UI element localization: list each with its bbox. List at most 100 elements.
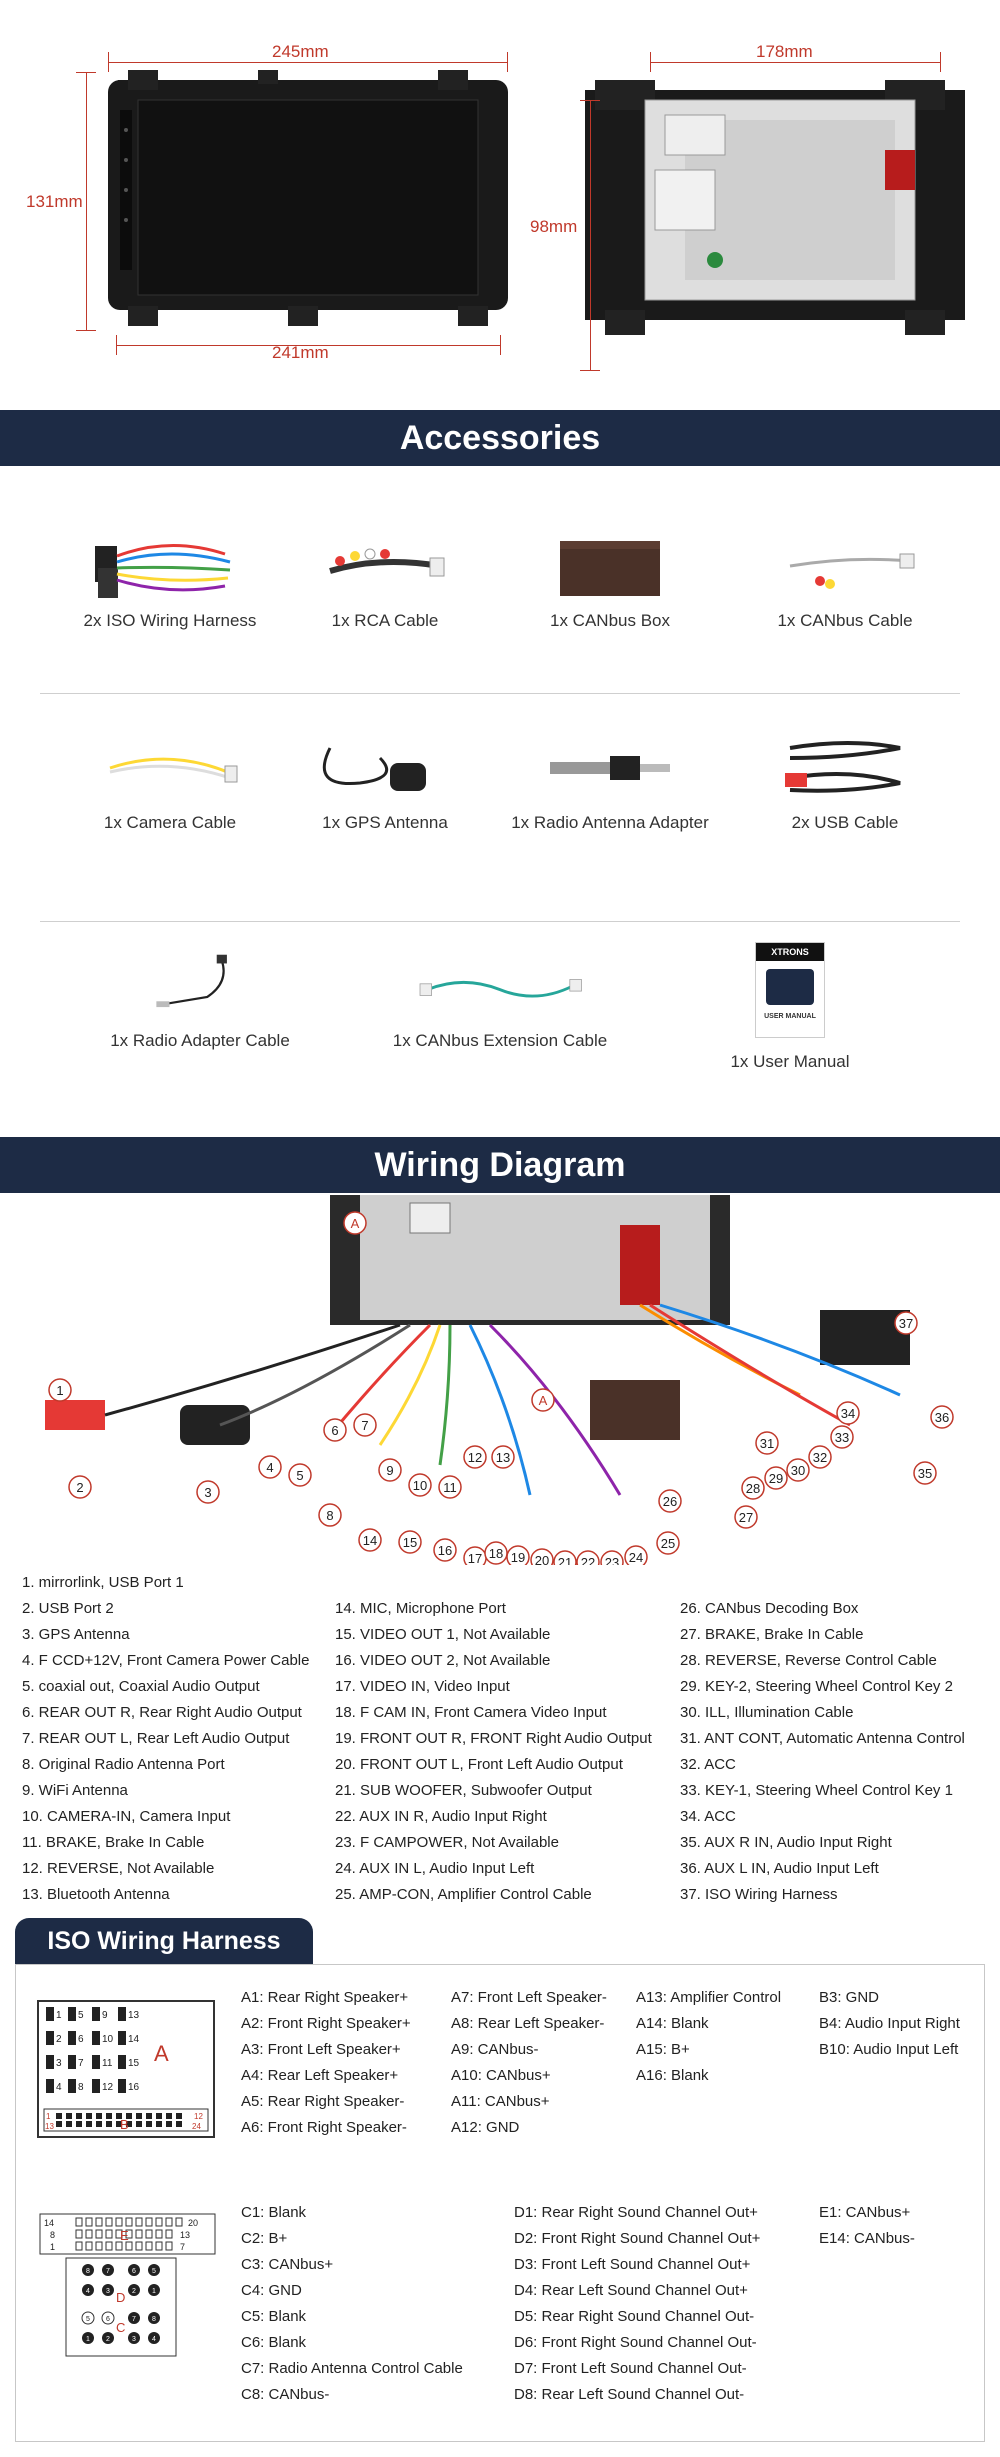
accessory-label: 1x Radio Antenna Adapter (511, 813, 709, 832)
connector-c-label: C (116, 2320, 125, 2335)
pin-description: A4: Rear Left Speaker+ (241, 2067, 399, 2084)
pin-label: 9 (102, 2010, 108, 2021)
pin-label: 2 (132, 2288, 136, 2295)
pin-label: 6 (106, 2316, 110, 2323)
legend-item: 21. SUB WOOFER, Subwoofer Output (335, 1782, 592, 1799)
callout-label: 14 (363, 1533, 377, 1548)
pin-label: 5 (78, 2010, 84, 2021)
callout-label: 16 (438, 1543, 452, 1558)
canbus-extension-icon (419, 979, 582, 998)
head-unit-front-image (108, 70, 508, 326)
pin-label: 13 (128, 2010, 140, 2021)
divider (40, 921, 960, 922)
pin-label: 13 (45, 2122, 54, 2131)
callout-label: 18 (489, 1546, 503, 1561)
callout-label: 23 (605, 1555, 619, 1565)
legend-item: 12. REVERSE, Not Available (22, 1860, 215, 1877)
accessory-label: 1x GPS Antenna (322, 813, 448, 832)
iso-cde-col-1: C1: Blank C2: B+ C3: CANbus+ C4: GND C5:… (241, 2200, 463, 2408)
antenna-adapter-icon (550, 756, 670, 780)
legend-item: 17. VIDEO IN, Video Input (335, 1678, 510, 1695)
callout-label: 20 (535, 1553, 549, 1565)
manual-label: USER MANUAL (764, 1013, 816, 1020)
front-height-label: 131mm (26, 192, 83, 211)
pin-description: E14: CANbus- (819, 2230, 915, 2247)
pin-label: 6 (78, 2034, 84, 2045)
iso-ab-col-3: A13: Amplifier Control A14: Blank A15: B… (636, 1985, 781, 2089)
accessory-item: 2x ISO Wiring Harness (60, 526, 280, 631)
accessory-label: 1x CANbus Extension Cable (392, 1031, 608, 1050)
callout-label: 1 (56, 1383, 63, 1398)
back-depth-label: 98mm (530, 217, 578, 236)
iso-ab-col-2: A7: Front Left Speaker- A8: Rear Left Sp… (451, 1985, 607, 2141)
legend-item: 33. KEY-1, Steering Wheel Control Key 1 (680, 1782, 953, 1799)
pin-description: A7: Front Left Speaker- (451, 1989, 607, 2006)
pin-label: 1 (50, 2242, 55, 2252)
pin-description: E1: CANbus+ (819, 2204, 911, 2221)
callout-label: 25 (661, 1536, 675, 1551)
accessory-label: 1x Camera Cable (103, 813, 237, 832)
callout-label: 8 (326, 1508, 333, 1523)
wiring-harness-icon (95, 543, 231, 598)
accessory-item: 1x Radio Antenna Adapter (490, 728, 730, 833)
callout-label: 4 (266, 1460, 273, 1475)
pin-label: 8 (78, 2082, 84, 2093)
pin-description: A10: CANbus+ (451, 2067, 551, 2084)
legend-item: 4. F CCD+12V, Front Camera Power Cable (22, 1652, 310, 1669)
pin-label: 6 (132, 2268, 136, 2275)
callout-label: 36 (935, 1410, 949, 1425)
callout-label: 28 (746, 1481, 760, 1496)
dimension-tick (580, 370, 600, 371)
pin-label: 14 (128, 2034, 140, 2045)
accessory-item: XTRONS USER MANUAL 1x User Manual (680, 942, 900, 1072)
pin-label: 3 (106, 2288, 110, 2295)
gps-antenna-icon (322, 747, 426, 791)
pin-label: 7 (132, 2316, 136, 2323)
head-unit-back-image (585, 80, 965, 335)
legend-item: 3. GPS Antenna (22, 1626, 130, 1643)
callout-label: 34 (841, 1406, 855, 1421)
accessory-item: 1x CANbus Extension Cable (360, 946, 640, 1051)
callout-label: 22 (581, 1555, 595, 1565)
legend-item: 5. coaxial out, Coaxial Audio Output (22, 1678, 260, 1695)
dimension-line (590, 100, 591, 370)
usb-cable-icon (785, 741, 901, 793)
pin-description: A16: Blank (636, 2067, 709, 2084)
dimension-tick (580, 100, 600, 101)
pin-label: 10 (102, 2034, 114, 2045)
accessory-item: 1x Radio Adapter Cable (60, 946, 340, 1051)
connector-e-label: E (120, 2228, 129, 2243)
callout-label: 24 (629, 1550, 643, 1565)
legend-item: 36. AUX L IN, Audio Input Left (680, 1860, 879, 1877)
pin-label: 3 (56, 2058, 62, 2069)
radio-adapter-cable-icon (156, 954, 227, 1008)
legend-item: 28. REVERSE, Reverse Control Cable (680, 1652, 937, 1669)
pin-label: 8 (50, 2230, 55, 2240)
legend-item: 25. AMP-CON, Amplifier Control Cable (335, 1886, 592, 1903)
callout-label: 26 (663, 1494, 677, 1509)
wiring-title: Wiring Diagram (374, 1146, 626, 1184)
pin-label: 2 (56, 2034, 62, 2045)
legend-column-1: 1. mirrorlink, USB Port 1 2. USB Port 2 … (22, 1570, 309, 1908)
legend-item: 2. USB Port 2 (22, 1600, 114, 1617)
pin-description: A9: CANbus- (451, 2041, 539, 2058)
pin-description: D2: Front Right Sound Channel Out+ (514, 2230, 761, 2247)
legend-item: 20. FRONT OUT L, Front Left Audio Output (335, 1756, 623, 1773)
legend-item: 6. REAR OUT R, Rear Right Audio Output (22, 1704, 302, 1721)
pin-description: C1: Blank (241, 2204, 307, 2221)
legend-item: 8. Original Radio Antenna Port (22, 1756, 225, 1773)
iso-section: 1 5 9 13 2 6 10 14 3 7 11 15 4 8 12 16 A… (15, 1964, 985, 2442)
callout-label: 2 (76, 1480, 83, 1495)
pin-label: 15 (128, 2058, 140, 2069)
pin-label: 7 (106, 2268, 110, 2275)
callout-label: 21 (558, 1555, 572, 1565)
dimension-line (86, 72, 87, 330)
manual-logo: XTRONS (756, 943, 824, 961)
callout-label: 13 (496, 1450, 510, 1465)
callout-label: 15 (403, 1535, 417, 1550)
dimension-tick (116, 335, 117, 355)
pin-description: D4: Rear Left Sound Channel Out+ (514, 2282, 748, 2299)
pin-description: B3: GND (819, 1989, 880, 2006)
pin-description: D5: Rear Right Sound Channel Out- (514, 2308, 755, 2325)
callout-label: 32 (813, 1450, 827, 1465)
